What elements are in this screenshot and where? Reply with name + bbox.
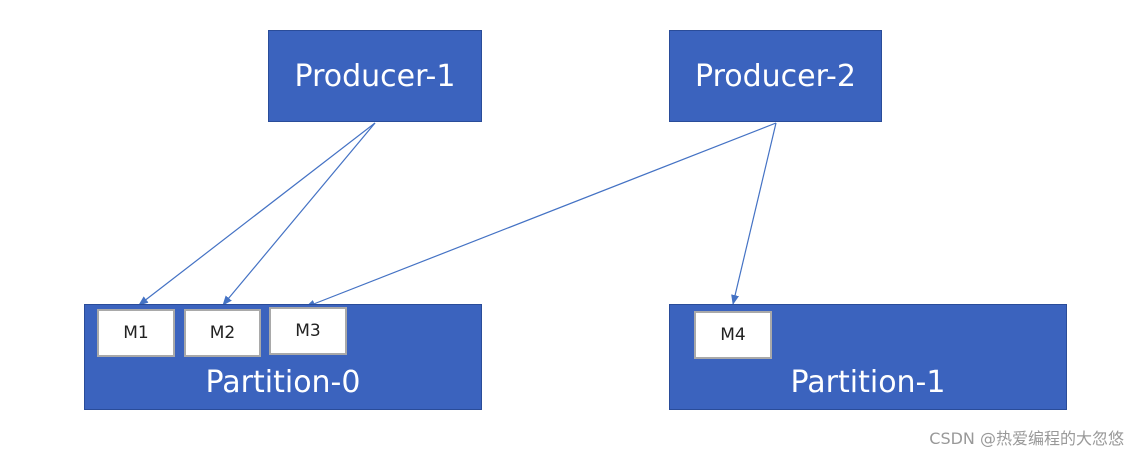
message-m4-label: M4: [720, 325, 746, 345]
message-m1-label: M1: [123, 323, 149, 343]
partition-1-node: M4 Partition-1: [669, 304, 1067, 410]
arrow-producer1-to-m2: [222, 122, 376, 306]
producer-2-node: Producer-2: [669, 30, 882, 122]
arrow-producer1-to-m1: [138, 122, 376, 306]
message-m2: M2: [184, 309, 261, 357]
arrow-producer2-to-m4: [731, 122, 777, 305]
arrow-producer2-to-m3: [305, 122, 777, 308]
partition-0-label: Partition-0: [205, 365, 361, 400]
producer-1-node: Producer-1: [268, 30, 482, 122]
message-m3-label: M3: [295, 321, 321, 341]
message-m2-label: M2: [209, 323, 236, 343]
partition-0-node: M1 M2 M3 Partition-0: [84, 304, 482, 410]
watermark-text: CSDN @热爱编程的大忽悠: [929, 429, 1124, 448]
producer-2-label: Producer-2: [695, 58, 856, 94]
partition-1-label: Partition-1: [790, 365, 946, 400]
producer-1-label: Producer-1: [294, 58, 456, 94]
message-m3: M3: [269, 307, 347, 355]
message-m4: M4: [694, 311, 772, 359]
message-m1: M1: [97, 309, 175, 357]
